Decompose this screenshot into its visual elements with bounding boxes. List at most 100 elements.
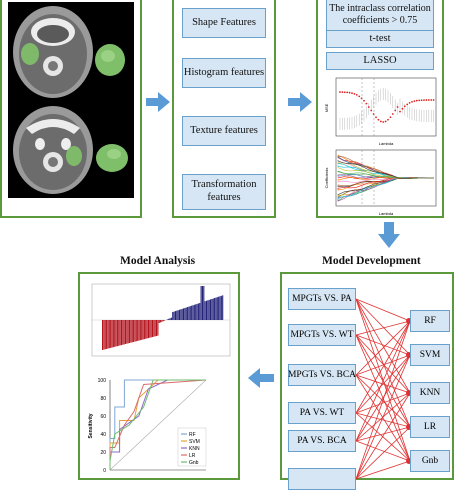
model-development-heading: Model Development (322, 255, 421, 267)
cv-point (411, 100, 413, 103)
connector-line (355, 426, 411, 480)
roc-tick: 20 (100, 450, 106, 456)
score-bar (124, 320, 127, 345)
arrow-down-icon (378, 222, 400, 248)
cv-point (377, 118, 380, 121)
score-bar (145, 320, 147, 339)
score-bar (177, 310, 179, 320)
connector-line (355, 320, 411, 414)
connector-line (355, 320, 411, 442)
score-bar (158, 320, 160, 323)
score-bar (191, 305, 193, 320)
score-bar (170, 317, 172, 320)
cv-point (343, 91, 346, 94)
score-bar (187, 307, 189, 320)
comparison-box: MPGTs VS. BCA (288, 364, 356, 386)
cv-point (408, 102, 411, 104)
cv-point (423, 99, 425, 102)
feature-selection-panel: The intraclass correlation coefficients … (316, 0, 444, 218)
score-bar (153, 320, 155, 337)
roc-curve (109, 379, 207, 470)
model-development-panel: MPGTs VS. PA MPGTs VS. WT MPGTs VS. BCA … (280, 272, 454, 490)
cv-point (353, 92, 356, 95)
score-bar (143, 320, 145, 340)
score-bar (203, 286, 205, 320)
legend-lr: LR (189, 453, 196, 459)
arrow-right-icon (146, 92, 170, 112)
roc-tick: 100 (98, 378, 107, 384)
score-bar (197, 303, 199, 320)
score-bar (183, 308, 185, 320)
legend-gnb: Gnb (189, 460, 199, 466)
score-bar (114, 320, 116, 347)
score-bar (180, 309, 182, 320)
lasso-path-plot: Lambda Coefficients (324, 149, 437, 216)
score-bar (160, 320, 162, 323)
connector-line (355, 298, 411, 428)
score-bar (205, 300, 208, 320)
connector-line (355, 354, 411, 376)
icc-box: The intraclass correlation coefficients … (326, 0, 434, 32)
score-bar (131, 320, 133, 343)
cv-point (418, 99, 421, 102)
cv-point (387, 118, 389, 121)
score-bar (122, 320, 124, 345)
connector-line (355, 298, 411, 322)
coefficient-path (337, 159, 434, 179)
connector-line (355, 320, 411, 376)
ct-image-panel (0, 0, 142, 218)
cv-point (389, 116, 392, 119)
score-bar (157, 320, 159, 336)
connector-line (355, 354, 411, 480)
score-bar (169, 318, 171, 320)
score-bar (201, 286, 203, 320)
cv-point (355, 94, 358, 96)
score-bar (104, 320, 106, 350)
score-bar (178, 309, 181, 320)
score-bar (174, 311, 176, 320)
connector-line (355, 354, 411, 442)
score-bar (220, 295, 222, 320)
legend-svm: SVM (189, 439, 200, 445)
score-bar (199, 303, 201, 320)
score-bar (164, 320, 166, 321)
score-bar (112, 320, 114, 348)
score-bar (133, 320, 135, 342)
transformation-features-box: Transformation features (182, 174, 266, 210)
cv-point (348, 91, 351, 94)
score-bar (154, 320, 156, 337)
score-bar (138, 320, 140, 341)
features-panel: Shape Features Histogram features Textur… (172, 0, 276, 218)
score-bar (222, 295, 224, 320)
legend-knn: KNN (189, 446, 200, 452)
model-analysis-panel: Sensitivity 100 80 60 40 20 0 RF SVM KNN… (78, 272, 240, 480)
score-bar (166, 319, 168, 320)
score-bar (204, 301, 206, 320)
model-box-gnb: Gnb (410, 450, 450, 472)
cv-point (363, 99, 365, 102)
cv-point (420, 99, 423, 102)
model-box-svm: SVM (410, 344, 450, 366)
path-ylabel: Coefficients (324, 168, 329, 189)
cv-xlabel: Lambda (379, 141, 394, 146)
cv-point (413, 100, 416, 103)
connector-line (355, 334, 411, 356)
score-bar (141, 320, 143, 340)
score-bar (193, 304, 195, 320)
connector-line (355, 460, 411, 480)
score-bar (208, 299, 210, 320)
score-bar (103, 320, 105, 350)
roc-curve-plot: Sensitivity 100 80 60 40 20 0 RF SVM KNN… (88, 378, 207, 474)
score-bar (106, 320, 108, 349)
roc-curve (109, 379, 206, 470)
score-bar (115, 320, 117, 347)
cv-point (396, 106, 399, 108)
legend-rf: RF (189, 432, 196, 438)
score-bar (139, 320, 141, 341)
score-bar (137, 320, 139, 341)
cv-point (430, 99, 433, 101)
score-bar (211, 298, 213, 320)
roc-tick: 40 (100, 432, 106, 438)
roc-curve (109, 379, 206, 470)
score-bar (195, 304, 197, 320)
